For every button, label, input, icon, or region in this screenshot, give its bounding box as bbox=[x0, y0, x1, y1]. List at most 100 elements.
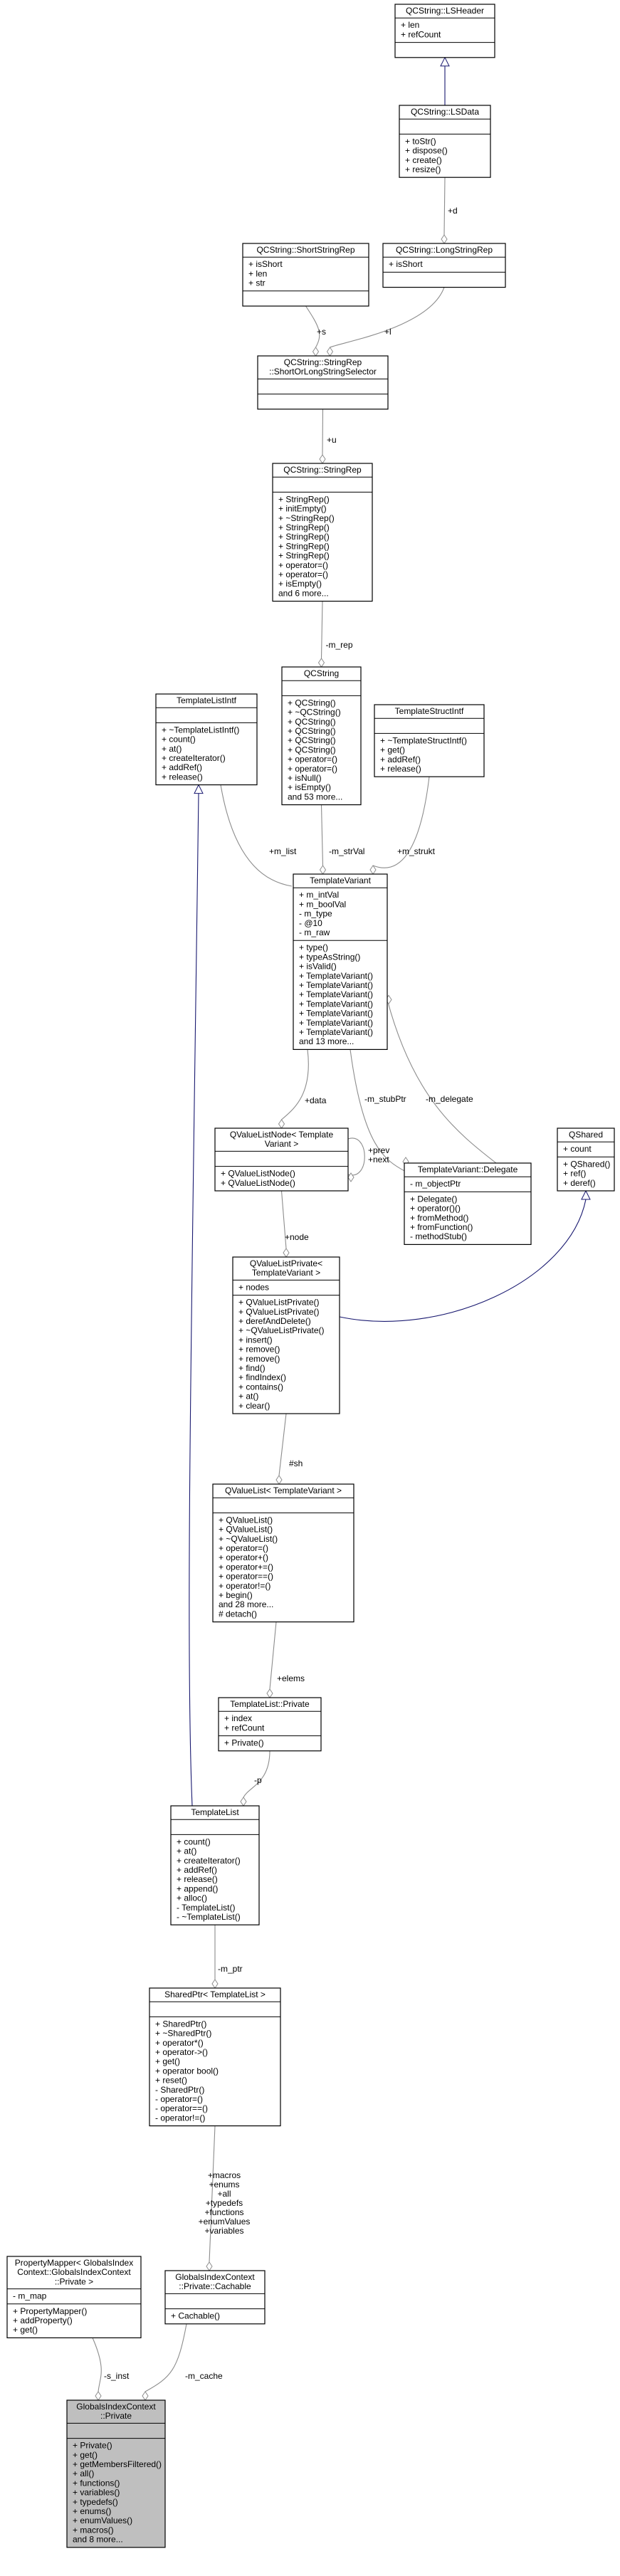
aggregation-diamond bbox=[211, 1979, 219, 1989]
class-method: + macros() bbox=[73, 2525, 114, 2535]
aggregation-diamond bbox=[347, 1172, 354, 1182]
class-method: + ~SharedPtr() bbox=[155, 2029, 211, 2039]
class-box-shortorlong[interactable]: QCString::StringRep::ShortOrLongStringSe… bbox=[257, 355, 389, 410]
class-method: + toStr() bbox=[405, 136, 436, 146]
class-method: + TemplateVariant() bbox=[299, 980, 373, 990]
class-box-longstringrep[interactable]: QCString::LongStringRep+ isShort bbox=[382, 243, 506, 288]
class-method: + operator->() bbox=[155, 2047, 208, 2057]
class-title: QValueList< TemplateVariant > bbox=[225, 1486, 342, 1495]
class-method: + addRef() bbox=[162, 762, 202, 772]
class-frame bbox=[399, 105, 491, 178]
class-box-shortstringrep[interactable]: QCString::ShortStringRep+ isShort+ len+ … bbox=[242, 243, 369, 307]
class-box-qcstring[interactable]: QCString+ QCString()+ ~QCString()+ QCStr… bbox=[281, 666, 362, 806]
class-frame bbox=[394, 4, 495, 58]
edge-label: -m_stubPtr bbox=[364, 1094, 406, 1104]
class-box-qvaluelist[interactable]: QValueList< TemplateVariant > + QValueLis… bbox=[212, 1483, 354, 1623]
edge-label: +typedefs bbox=[206, 2198, 243, 2208]
class-method: + resize() bbox=[405, 164, 441, 174]
class-attribute: + isShort bbox=[248, 259, 283, 269]
edge-label: -p bbox=[254, 1775, 262, 1785]
aggregation-edge bbox=[347, 1137, 365, 1176]
aggregation-diamond bbox=[95, 2391, 102, 2401]
class-method: + QValueList() bbox=[219, 1515, 273, 1525]
class-method: and 13 more... bbox=[299, 1036, 354, 1046]
class-title: TemplateList::Private bbox=[230, 1699, 310, 1709]
class-box-templatestructintf[interactable]: TemplateStructIntf+ ~TemplateStructIntf(… bbox=[374, 704, 485, 777]
class-method: + get() bbox=[13, 2325, 38, 2335]
class-method: + all() bbox=[73, 2469, 94, 2478]
class-method: + createIterator() bbox=[162, 753, 226, 763]
class-method: + at() bbox=[177, 1846, 196, 1856]
class-attribute: - m_type bbox=[299, 909, 332, 919]
class-title: ::Private::Cachable bbox=[179, 2281, 251, 2291]
class-title: PropertyMapper< GlobalsIndex bbox=[15, 2258, 133, 2268]
class-attribute: + nodes bbox=[238, 1282, 269, 1292]
class-title: Variant > bbox=[265, 1139, 298, 1149]
class-method: + get() bbox=[155, 2056, 180, 2066]
class-title: TemplateStructIntf bbox=[395, 706, 464, 716]
class-method: + count() bbox=[162, 735, 196, 745]
class-box-qshared[interactable]: QShared+ count+ QShared()+ ref()+ deref(… bbox=[557, 1127, 615, 1192]
class-method: + alloc() bbox=[177, 1893, 207, 1903]
class-box-propertymapper[interactable]: PropertyMapper< GlobalsIndexContext::Glo… bbox=[6, 2256, 142, 2339]
edge-label: +all bbox=[217, 2189, 231, 2199]
class-method: + StringRep() bbox=[278, 551, 330, 561]
class-method: + operator=() bbox=[278, 560, 328, 570]
class-box-templatelistintf[interactable]: TemplateListIntf+ ~TemplateListIntf()+ c… bbox=[155, 693, 258, 786]
class-title: TemplateVariant > bbox=[252, 1268, 320, 1278]
class-box-cachable[interactable]: GlobalsIndexContext::Private::Cachable+ … bbox=[164, 2270, 266, 2325]
class-method: + operator()() bbox=[410, 1204, 461, 1214]
aggregation-diamond bbox=[278, 1119, 285, 1129]
class-method: # detach() bbox=[219, 1609, 257, 1619]
class-title: GlobalsIndexContext bbox=[175, 2272, 255, 2282]
class-method: + get() bbox=[380, 745, 405, 755]
class-method: + append() bbox=[177, 1883, 218, 1893]
aggregation-diamond bbox=[142, 2391, 149, 2401]
class-box-templatelist[interactable]: TemplateList+ count()+ at()+ createItera… bbox=[170, 1805, 260, 1925]
inheritance-arrowhead bbox=[194, 784, 204, 794]
class-attribute: + index bbox=[224, 1713, 252, 1723]
class-frame bbox=[242, 243, 369, 307]
class-box-tlprivate[interactable]: TemplateList::Private+ index+ refCount+ … bbox=[218, 1697, 322, 1752]
class-title: QCString::StringRep bbox=[284, 357, 362, 367]
class-method: + begin() bbox=[219, 1590, 253, 1600]
class-method: + QCString() bbox=[288, 735, 336, 745]
class-method: + QCString() bbox=[288, 698, 336, 708]
edge-label: +node bbox=[285, 1232, 309, 1242]
class-box-sharedptr[interactable]: SharedPtr< TemplateList >+ SharedPtr()+ … bbox=[149, 1987, 281, 2127]
class-method: - methodStub() bbox=[410, 1231, 467, 1241]
class-method: + reset() bbox=[155, 2076, 187, 2086]
aggregation-diamond bbox=[266, 1688, 273, 1698]
edge-label: +elems bbox=[277, 1673, 305, 1683]
class-box-lsheader[interactable]: QCString::LSHeader+ len+ refCount bbox=[394, 4, 495, 58]
class-method: + functions() bbox=[73, 2478, 120, 2488]
class-box-lsdata[interactable]: QCString::LSData+ toStr()+ dispose()+ cr… bbox=[399, 105, 491, 178]
class-title: QShared bbox=[569, 1130, 603, 1140]
aggregation-edge bbox=[320, 601, 323, 659]
class-box-qvaluelistnode[interactable]: QValueListNode< TemplateVariant >+ QValu… bbox=[214, 1127, 349, 1192]
class-method: + deref() bbox=[563, 1178, 596, 1188]
class-method: + TemplateVariant() bbox=[299, 971, 373, 981]
class-method: + QValueListPrivate() bbox=[238, 1298, 320, 1308]
class-title: QValueListPrivate< bbox=[250, 1258, 322, 1268]
class-title: QValueListNode< Template bbox=[230, 1130, 334, 1140]
class-method: + release() bbox=[380, 764, 421, 774]
class-box-gicprivate[interactable]: GlobalsIndexContext::Private+ Private()+… bbox=[66, 2399, 166, 2548]
class-box-qvaluelistprivate[interactable]: QValueListPrivate<TemplateVariant > + nod… bbox=[232, 1256, 340, 1414]
class-box-templatevariant[interactable]: TemplateVariant+ m_intVal+ m_boolVal- m_… bbox=[293, 873, 388, 1050]
aggregation-edge bbox=[372, 777, 430, 868]
aggregation-diamond bbox=[369, 865, 377, 875]
class-method: - SharedPtr() bbox=[155, 2085, 204, 2095]
class-box-stringrep[interactable]: QCString::StringRep+ StringRep()+ initEm… bbox=[272, 463, 373, 602]
class-box-tvdelegate[interactable]: TemplateVariant::Delegate- m_objectPtr+ … bbox=[404, 1162, 532, 1246]
inheritance-arrowhead bbox=[581, 1189, 591, 1200]
class-method: + Cachable() bbox=[171, 2311, 220, 2321]
class-method: + operator!=() bbox=[219, 1581, 270, 1591]
class-attribute: - @10 bbox=[299, 918, 322, 928]
class-method: + Delegate() bbox=[410, 1194, 457, 1204]
class-method: + at() bbox=[238, 1392, 258, 1402]
class-method: - ~TemplateList() bbox=[177, 1912, 241, 1922]
class-method: + StringRep() bbox=[278, 522, 330, 532]
aggregation-diamond bbox=[319, 454, 326, 464]
class-frame bbox=[257, 355, 389, 410]
